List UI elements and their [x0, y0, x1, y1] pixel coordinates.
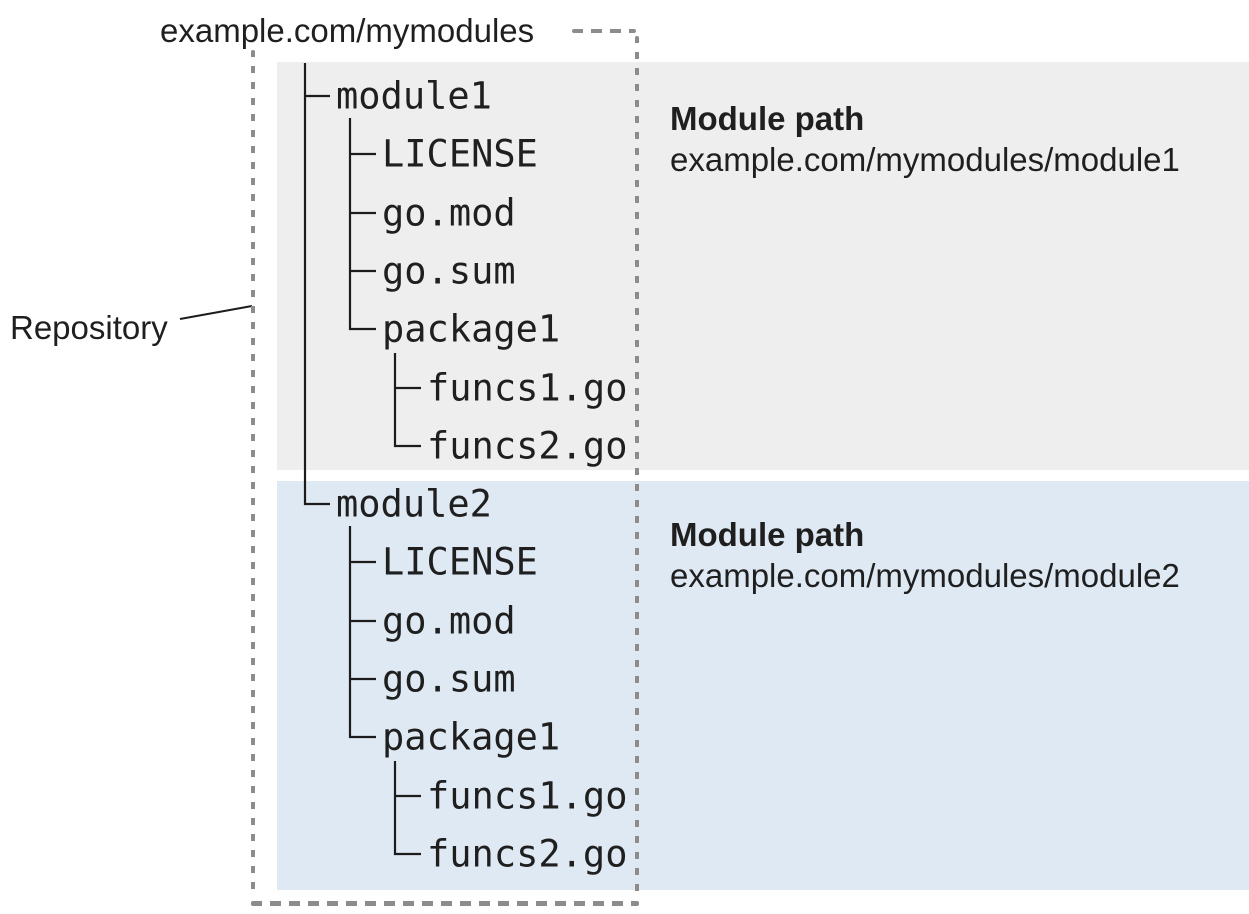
tree-item-module2: module2: [336, 482, 492, 526]
module-path-value: example.com/mymodules/module2: [670, 557, 1180, 594]
repository-border-right: [635, 36, 639, 900]
tree-item-package1: package1: [382, 715, 561, 759]
tree-item-funcs2: funcs2.go: [427, 424, 628, 468]
tree-item-funcs2: funcs2.go: [427, 832, 628, 876]
tree-item-gomod: go.mod: [382, 599, 516, 643]
tree-item-gomod: go.mod: [382, 191, 516, 235]
module-path-title: Module path: [670, 516, 865, 553]
tree-item-license: LICENSE: [382, 132, 538, 176]
module2-panel-background: [277, 481, 1249, 890]
module1-panel-background: [277, 62, 1249, 470]
repository-label: Repository: [10, 309, 168, 346]
repository-border-left: [251, 50, 255, 898]
module-path-value: example.com/mymodules/module1: [670, 141, 1180, 178]
repo-url-label: example.com/mymodules: [160, 12, 535, 49]
module2-path-callout: Module path example.com/mymodules/module…: [670, 514, 1180, 596]
tree-item-funcs1: funcs1.go: [427, 774, 628, 818]
tree-item-gosum: go.sum: [382, 249, 516, 293]
repository-border-top-connector: [572, 29, 636, 33]
tree-item-funcs1: funcs1.go: [427, 366, 628, 410]
tree-item-module1: module1: [336, 74, 492, 118]
module1-path-callout: Module path example.com/mymodules/module…: [670, 98, 1180, 180]
tree-item-package1: package1: [382, 307, 561, 351]
repository-pointer-line: [179, 305, 253, 320]
tree-item-license: LICENSE: [382, 540, 538, 584]
tree-item-gosum: go.sum: [382, 657, 516, 701]
module-path-title: Module path: [670, 100, 865, 137]
repository-border-bottom: [251, 901, 639, 906]
